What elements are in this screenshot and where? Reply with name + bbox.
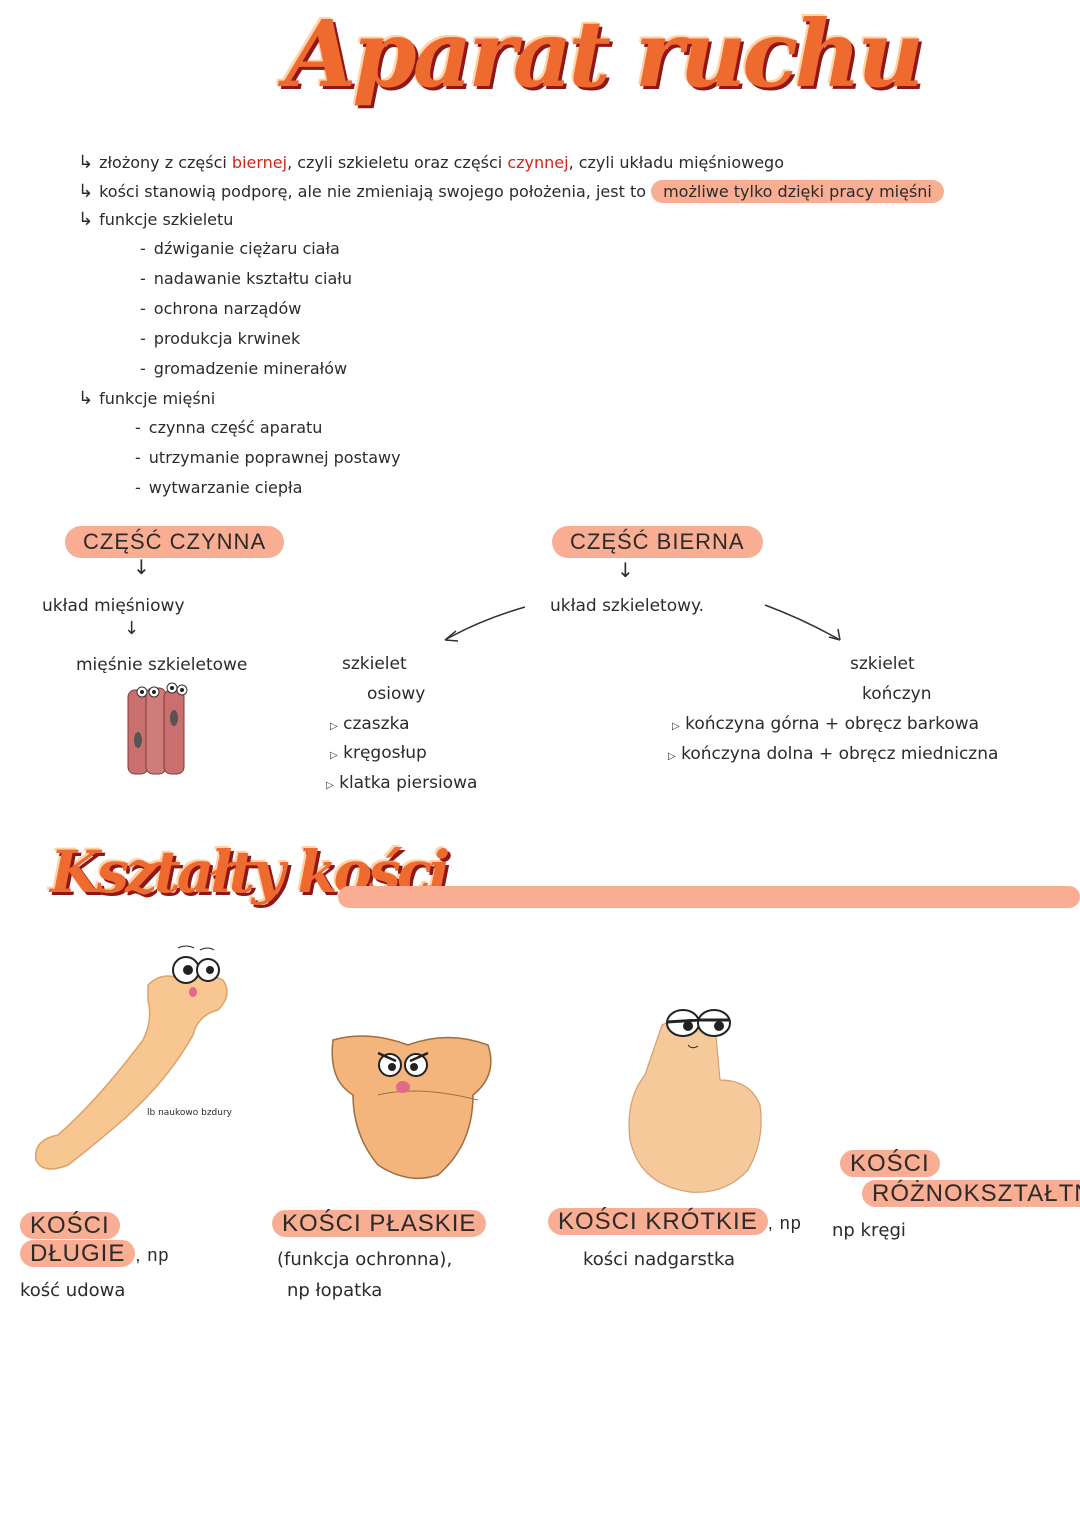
- axial-item: ▷ klatka piersiowa: [326, 773, 478, 793]
- intro-line-1: ↳złożony z części biernej, czyli szkiele…: [78, 152, 784, 173]
- irregular-bone-label-1: KOŚCI: [840, 1150, 940, 1178]
- limb-item: ▷ kończyna dolna + obręcz miedniczna: [668, 744, 999, 764]
- axial-item: ▷ kręgosłup: [330, 743, 427, 763]
- skeletal-muscles: mięśnie szkieletowe: [76, 655, 248, 675]
- axial-skeleton-title-1: szkielet: [342, 654, 407, 674]
- passive-part-label: CZĘŚĆ BIERNA: [552, 526, 763, 558]
- short-bone-label: KOŚCI KRÓTKIE, np: [548, 1208, 802, 1236]
- arrow-down-icon: ↓: [617, 558, 634, 582]
- axial-item: ▷ czaszka: [330, 714, 410, 734]
- arrow-down-icon: ↓: [133, 555, 150, 579]
- intro-line-2: ↳kości stanowią podporę, ale nie zmienia…: [78, 180, 944, 203]
- skeleton-function: -nadawanie kształtu ciału: [140, 269, 352, 288]
- flat-bone-function: (funkcja ochronna),: [277, 1249, 453, 1270]
- muscle-illustration: [127, 682, 188, 775]
- arrow-down-icon: ↓: [124, 618, 140, 639]
- flat-bone-label: KOŚCI PŁASKIE: [272, 1210, 487, 1238]
- short-bone-illustration: [628, 1009, 762, 1193]
- flat-bone-illustration: [331, 1035, 492, 1180]
- skeleton-function: -ochrona narządów: [140, 299, 302, 318]
- long-bone-label-2: DŁUGIE, np: [20, 1240, 169, 1268]
- muscle-function: -czynna część aparatu: [135, 418, 323, 437]
- muscle-functions-title: ↳funkcje mięśni: [78, 388, 216, 409]
- muscle-function: -wytwarzanie ciepła: [135, 478, 303, 497]
- irregular-bone-example: np kręgi: [832, 1220, 906, 1241]
- arrow-right-icon: ↳: [78, 152, 94, 173]
- active-part-label: CZĘŚĆ CZYNNA: [65, 526, 285, 558]
- skeleton-functions-title: ↳funkcje szkieletu: [78, 209, 234, 230]
- skeletal-system: układ szkieletowy.: [550, 596, 705, 616]
- arrow-right-icon: ↳: [78, 181, 94, 202]
- muscle-function: -utrzymanie poprawnej postawy: [135, 448, 401, 467]
- skeleton-function: -produkcja krwinek: [140, 329, 301, 348]
- long-bone-label-1: KOŚCI: [20, 1212, 120, 1240]
- arrow-right-icon: ↳: [78, 388, 94, 409]
- highlight: możliwe tylko dzięki pracy mięśni: [651, 180, 944, 203]
- long-bone-example: kość udowa: [20, 1280, 126, 1301]
- short-bone-example: kości nadgarstka: [583, 1249, 736, 1270]
- branch-arrows: [444, 604, 841, 642]
- limb-skeleton-title-2: kończyn: [862, 684, 932, 704]
- skeleton-function: -gromadzenie minerałów: [140, 359, 348, 378]
- limb-item: ▷ kończyna górna + obręcz barkowa: [672, 714, 980, 734]
- axial-skeleton-title-2: osiowy: [367, 684, 426, 704]
- limb-skeleton-title-1: szkielet: [850, 654, 915, 674]
- skeleton-function: -dźwiganie ciężaru ciała: [140, 239, 340, 258]
- section-underline: [338, 886, 1080, 908]
- long-bone-note: lb naukowo bzdury: [147, 1108, 233, 1118]
- flat-bone-example: np łopatka: [287, 1280, 383, 1301]
- long-bone-illustration: [34, 945, 228, 1170]
- arrow-right-icon: ↳: [78, 209, 94, 230]
- muscular-system: układ mięśniowy: [42, 596, 185, 616]
- irregular-bone-label-2: RÓŻNOKSZTAŁTNE: [862, 1180, 1080, 1208]
- page-title: Aparat ruchu: [285, 0, 924, 108]
